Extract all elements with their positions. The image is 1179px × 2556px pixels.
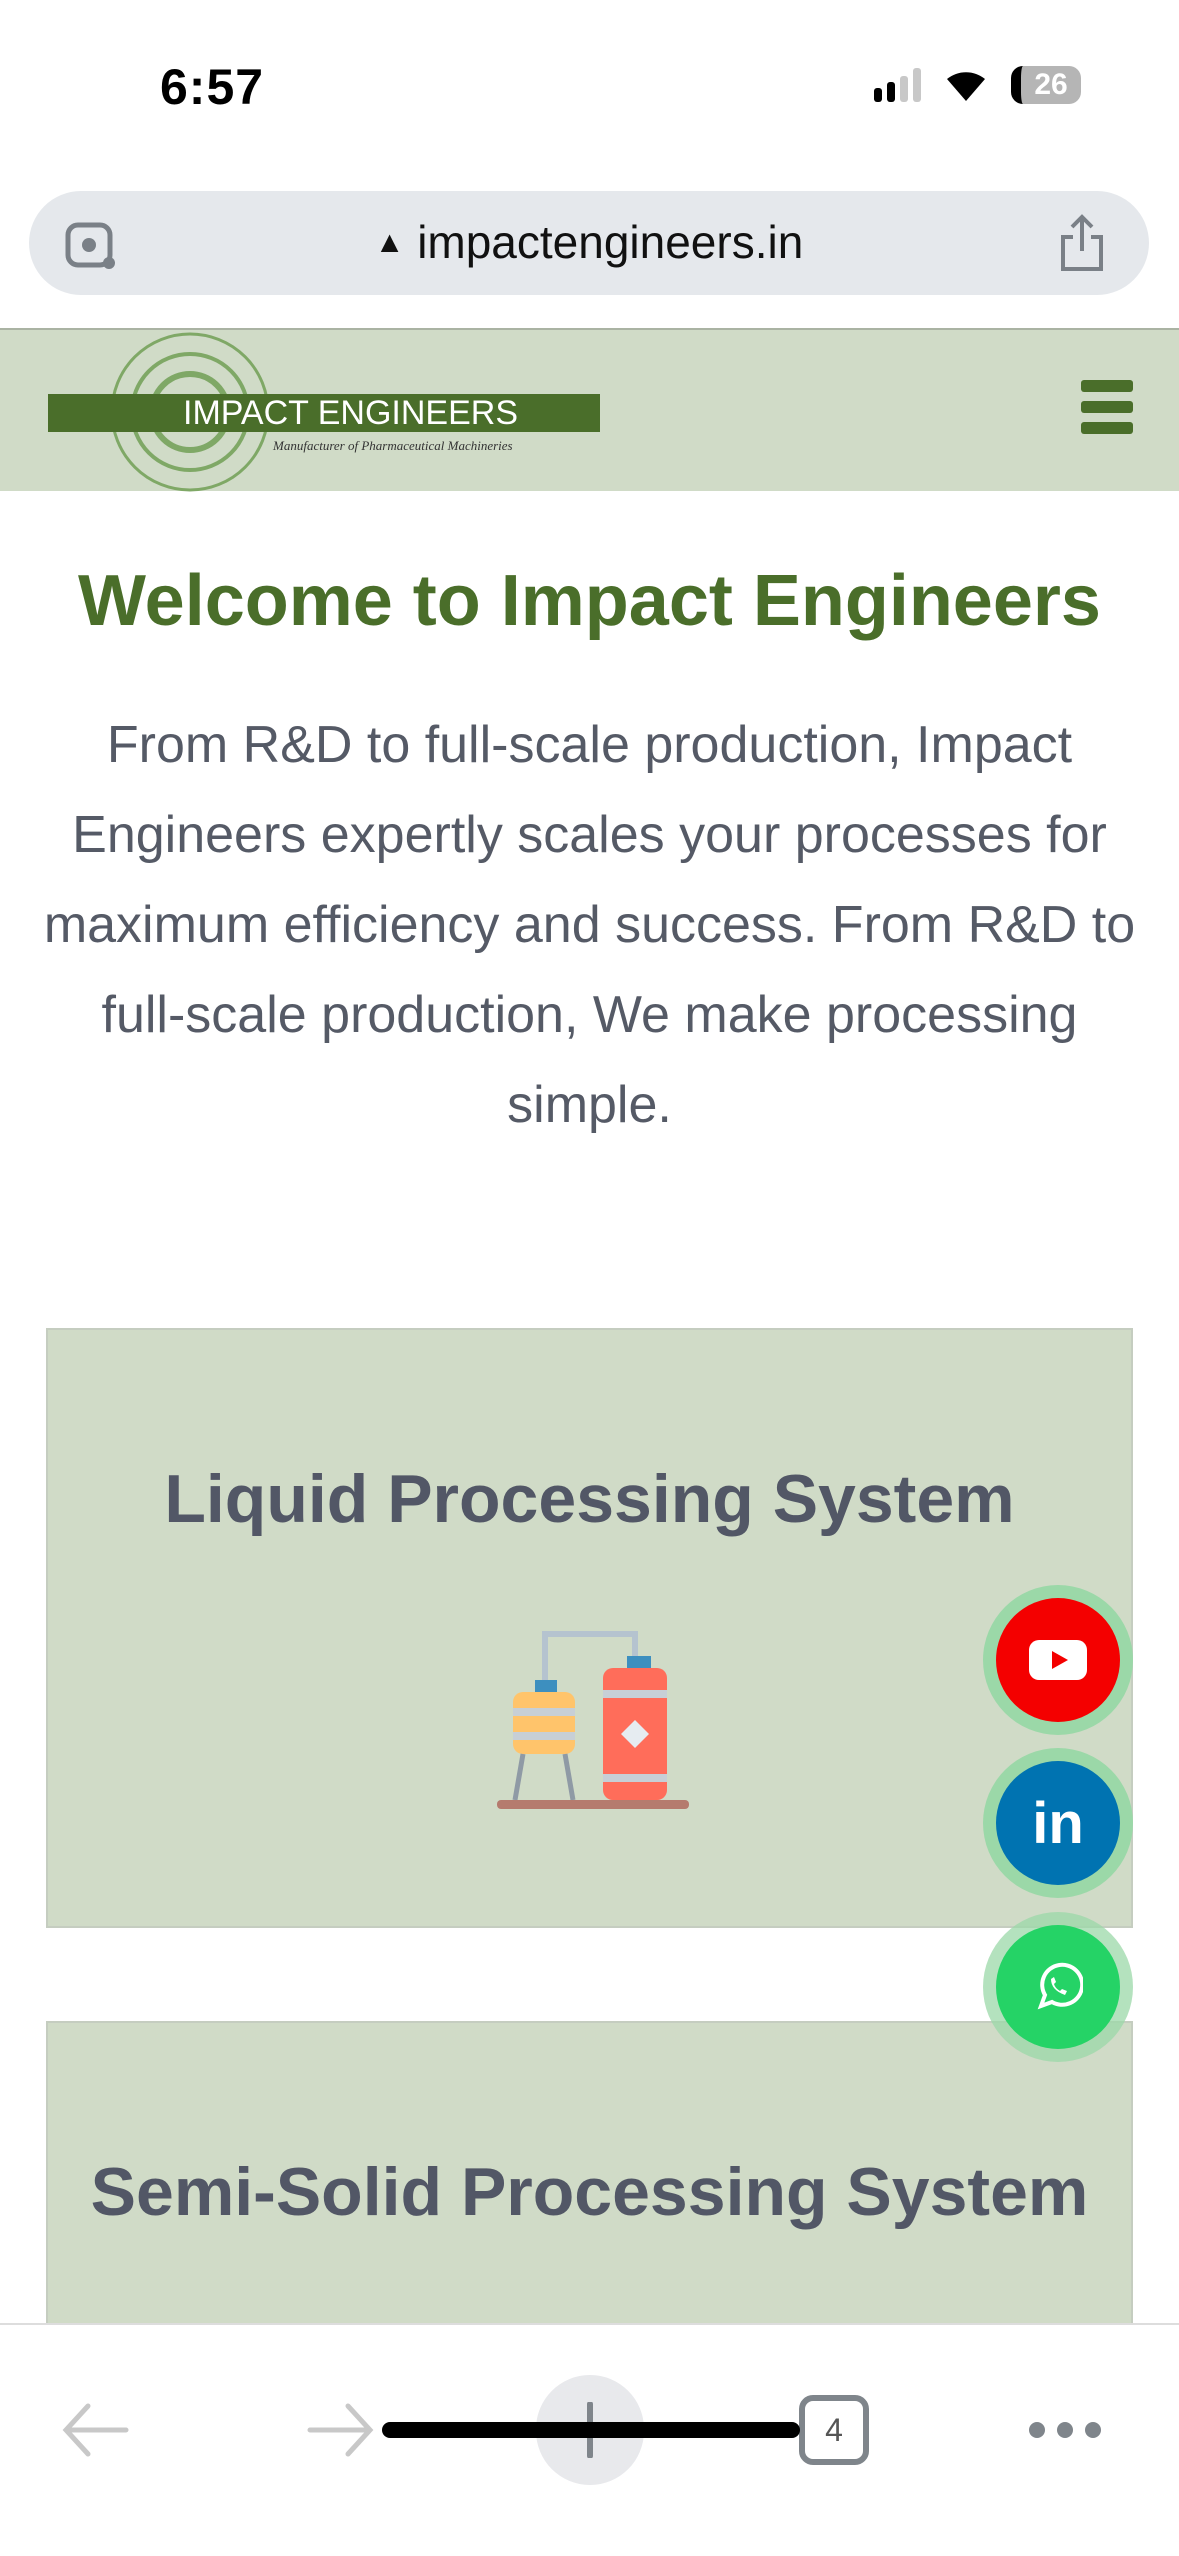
youtube-button[interactable] [983, 1585, 1133, 1735]
card-title: Semi-Solid Processing System [90, 2154, 1089, 2230]
lens-icon [65, 222, 115, 269]
card-semi-solid-processing[interactable]: Semi-Solid Processing System [46, 2021, 1133, 2361]
tabs-button[interactable]: 4 [798, 2375, 870, 2485]
arrow-right-icon [307, 2403, 374, 2457]
menu-icon[interactable] [1081, 380, 1133, 443]
status-icons: 26 [874, 66, 1081, 104]
arrow-left-icon [62, 2403, 129, 2457]
url-text: impactengineers.in [417, 216, 804, 268]
back-button[interactable] [50, 2375, 140, 2485]
card-liquid-processing[interactable]: Liquid Processing System [46, 1328, 1133, 1928]
wifi-icon [947, 72, 985, 101]
home-indicator [382, 2422, 800, 2438]
logo[interactable]: IMPACT ENGINEERS Manufacturer of Pharmac… [48, 330, 608, 498]
address-bar[interactable]: ▲ impactengineers.in [29, 191, 1149, 295]
page-title: Welcome to Impact Engineers [78, 561, 1101, 641]
intro-text: From R&D to full-scale production, Impac… [43, 716, 1136, 1134]
linkedin-button[interactable]: in [983, 1748, 1133, 1898]
more-icon [1029, 2422, 1101, 2438]
tab-count: 4 [799, 2395, 869, 2465]
svg-text:Manufacturer of Pharmaceutical: Manufacturer of Pharmaceutical Machineri… [272, 438, 513, 453]
svg-text:IMPACT ENGINEERS: IMPACT ENGINEERS [183, 394, 518, 432]
battery-icon: 26 [1011, 66, 1081, 104]
linkedin-icon: in [996, 1761, 1120, 1885]
forward-button[interactable] [296, 2375, 386, 2485]
whatsapp-button[interactable] [983, 1912, 1133, 2062]
card-title: Liquid Processing System [164, 1461, 1015, 1537]
youtube-icon [1029, 1640, 1087, 1680]
processing-tank-icon [497, 1631, 689, 1809]
share-icon[interactable] [1057, 213, 1107, 273]
site-header: IMPACT ENGINEERS Manufacturer of Pharmac… [0, 328, 1179, 492]
warning-icon: ▲ [374, 226, 405, 259]
signal-icon [874, 68, 921, 102]
more-button[interactable] [1020, 2375, 1110, 2485]
whatsapp-icon [1037, 1962, 1083, 2010]
status-time: 6:57 [160, 59, 265, 115]
browser-toolbar: 4 [0, 2323, 1179, 2556]
